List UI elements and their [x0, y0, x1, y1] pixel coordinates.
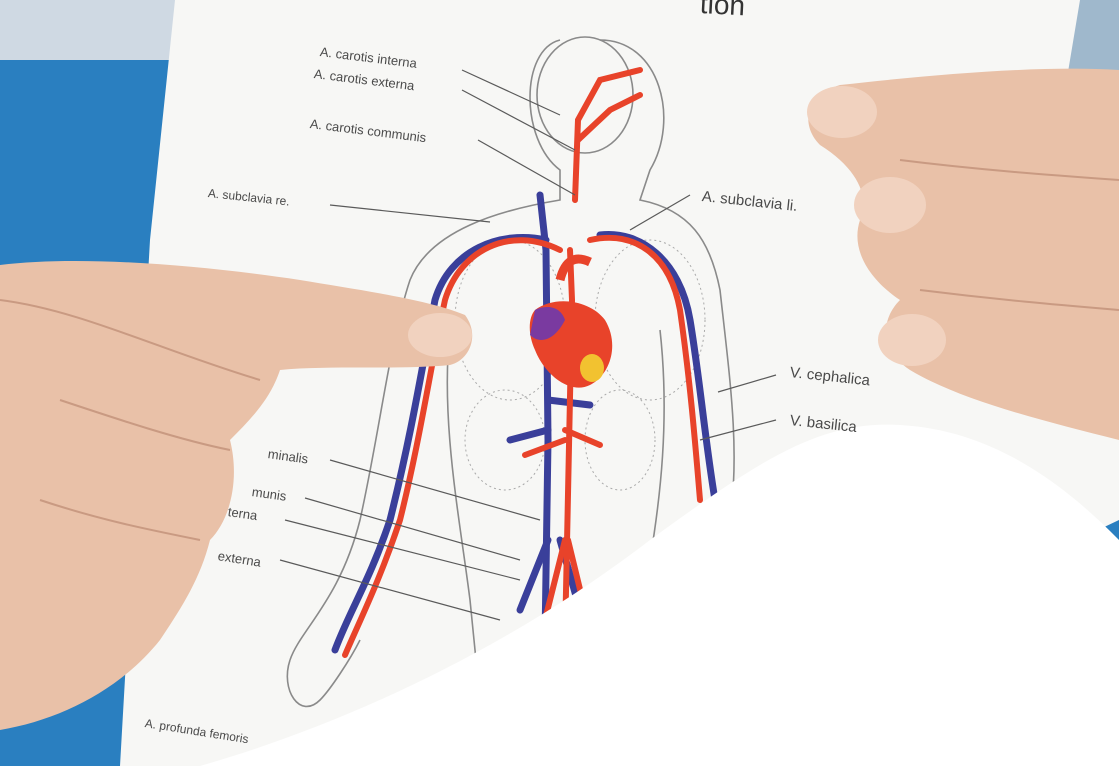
- sheet-heading-fragment: tion: [699, 0, 746, 22]
